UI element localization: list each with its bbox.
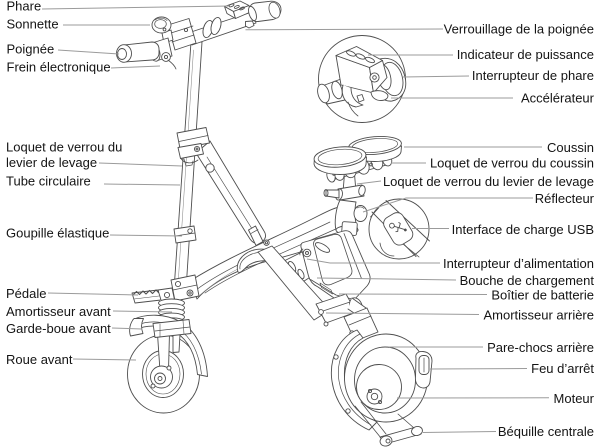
svg-text:Béquille centrale: Béquille centrale xyxy=(498,424,594,439)
svg-text:Pare-chocs arrière: Pare-chocs arrière xyxy=(487,340,594,355)
svg-text:Feu d’arrêt: Feu d’arrêt xyxy=(531,361,594,376)
svg-text:Amortisseur arrière: Amortisseur arrière xyxy=(483,308,594,323)
svg-text:Accélérateur: Accélérateur xyxy=(521,91,595,106)
svg-text:Tube circulaire: Tube circulaire xyxy=(6,173,91,188)
svg-text:Interrupteur d’alimentation: Interrupteur d’alimentation xyxy=(443,256,594,271)
svg-text:Loquet de verrou du: Loquet de verrou du xyxy=(6,140,122,155)
svg-text:Boîtier de batterie: Boîtier de batterie xyxy=(491,287,594,302)
svg-text:Interrupteur de phare: Interrupteur de phare xyxy=(472,68,594,83)
svg-text:Coussin: Coussin xyxy=(547,140,594,155)
svg-text:Réflecteur: Réflecteur xyxy=(535,191,595,206)
svg-text:Interface de charge USB: Interface de charge USB xyxy=(452,222,594,237)
svg-text:Bouche de chargement: Bouche de chargement xyxy=(460,273,595,288)
svg-text:Phare: Phare xyxy=(7,0,42,13)
svg-text:Sonnette: Sonnette xyxy=(7,17,59,32)
svg-text:levier de levage: levier de levage xyxy=(6,155,97,170)
svg-text:Loquet de verrou du coussin: Loquet de verrou du coussin xyxy=(430,156,594,171)
svg-text:Roue avant: Roue avant xyxy=(6,352,73,367)
svg-text:Poignée: Poignée xyxy=(7,42,55,57)
svg-text:Loquet de verrou du levier de: Loquet de verrou du levier de levage xyxy=(383,174,594,189)
svg-text:Pédale: Pédale xyxy=(6,286,46,301)
svg-text:Garde-boue avant: Garde-boue avant xyxy=(6,321,111,336)
svg-text:Verrouillage de la poignée: Verrouillage de la poignée xyxy=(444,22,594,37)
svg-text:Frein électronique: Frein électronique xyxy=(7,60,111,75)
svg-text:Goupille élastique: Goupille élastique xyxy=(6,225,109,240)
svg-text:Moteur: Moteur xyxy=(554,391,595,406)
svg-text:Indicateur de puissance: Indicateur de puissance xyxy=(457,47,594,62)
svg-text:Amortisseur avant: Amortisseur avant xyxy=(6,304,111,319)
